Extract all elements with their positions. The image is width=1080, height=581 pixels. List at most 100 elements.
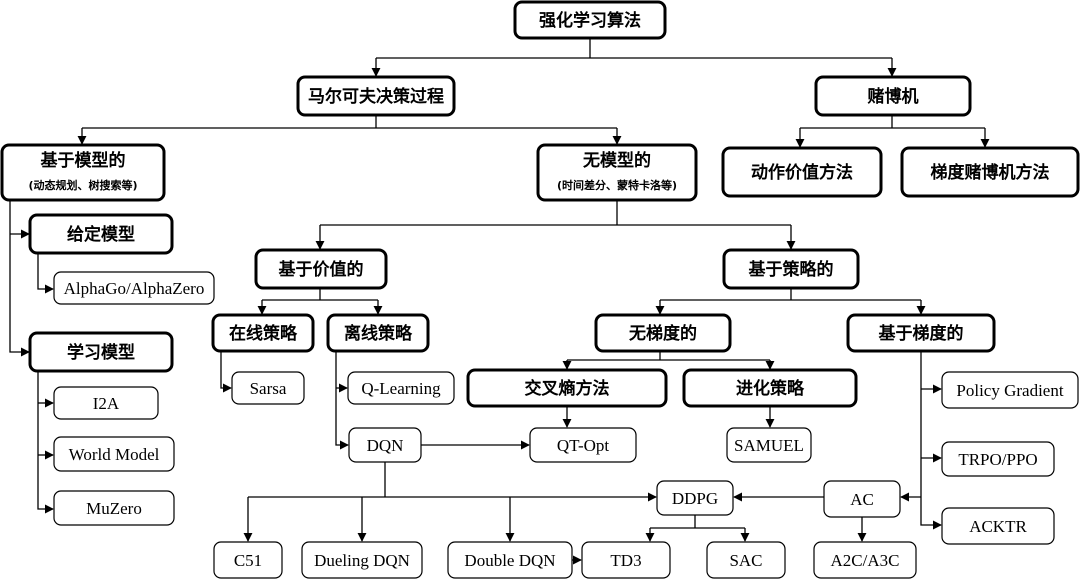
node-label: 马尔可夫决策过程: [308, 86, 444, 107]
node-a2c-a3c: A2C/A3C: [813, 541, 917, 579]
node-label: TRPO/PPO: [958, 450, 1037, 469]
node-samuel: SAMUEL: [726, 427, 812, 463]
node-label: QT-Opt: [557, 436, 610, 455]
node-ac: AC: [823, 480, 901, 518]
node-box: [213, 541, 283, 579]
node-box: [722, 248, 860, 290]
node-box: [53, 386, 159, 420]
node-box: [466, 368, 668, 408]
node-dueling-dqn: Dueling DQN: [301, 541, 423, 579]
node-label: 基于模型的: [40, 150, 126, 171]
node-mdp: 马尔可夫决策过程: [296, 75, 456, 117]
node-label: 无梯度的: [628, 323, 697, 344]
node-label: 在线策略: [229, 323, 298, 344]
node-cross-entropy: 交叉熵方法: [466, 368, 668, 408]
node-box: [941, 507, 1055, 545]
node-label: 赌博机: [867, 86, 919, 107]
node-label: Q-Learning: [361, 379, 441, 398]
node-label: DDPG: [672, 489, 718, 508]
node-label: Sarsa: [250, 379, 287, 398]
node-label: AlphaGo/AlphaZero: [64, 279, 205, 298]
node-label: 离线策略: [344, 323, 413, 344]
node-box: [53, 436, 175, 472]
node-box: [296, 75, 456, 117]
node-box: [529, 427, 637, 463]
node-label: SAMUEL: [734, 436, 804, 455]
node-box: [721, 146, 883, 198]
node-box: [447, 541, 573, 579]
node-trpo-ppo: TRPO/PPO: [941, 441, 1055, 477]
node-policy-gradient: Policy Gradient: [941, 371, 1079, 409]
node-label: 动作价值方法: [751, 162, 853, 183]
node-label: 交叉熵方法: [525, 378, 610, 399]
node-label: A2C/A3C: [831, 551, 900, 570]
node-box: [706, 541, 786, 579]
node-box: [814, 75, 972, 117]
node-label: 基于梯度的: [878, 323, 964, 344]
node-box: [536, 143, 698, 202]
node-qt-opt: QT-Opt: [529, 427, 637, 463]
node-label: 基于价值的: [278, 259, 364, 280]
arrow-connector: [220, 351, 232, 393]
node-gradient-bandit: 梯度赌博机方法: [900, 146, 1080, 198]
node-box: [254, 248, 388, 290]
node-model-free: 无模型的 (时间差分、蒙特卡洛等): [536, 143, 698, 202]
node-label: AC: [850, 490, 874, 509]
node-label: Dueling DQN: [314, 551, 410, 570]
arrow-connector: [920, 351, 942, 530]
node-label: Policy Gradient: [956, 381, 1063, 400]
node-evolution: 进化策略: [682, 368, 858, 408]
node-box: [594, 313, 732, 353]
node-acktr: ACKTR: [941, 507, 1055, 545]
node-box: [211, 313, 315, 353]
node-label: 给定模型: [67, 224, 135, 245]
node-label: Double DQN: [464, 551, 555, 570]
node-label: 学习模型: [67, 342, 135, 363]
node-box: [823, 480, 901, 518]
node-i2a: I2A: [53, 386, 159, 420]
node-sublabel: (动态规划、树搜索等): [28, 178, 137, 192]
node-box: [846, 313, 996, 353]
node-box: [941, 441, 1055, 477]
node-label: 基于策略的: [748, 259, 834, 280]
node-box: [656, 480, 734, 516]
node-sarsa: Sarsa: [231, 371, 305, 405]
node-on-policy: 在线策略: [211, 313, 315, 353]
node-given-model: 给定模型: [28, 213, 174, 255]
node-label: SAC: [729, 551, 762, 570]
arrow-connector: [37, 371, 54, 514]
node-box: [941, 371, 1079, 409]
node-box: [28, 331, 174, 373]
node-gradient-free: 无梯度的: [594, 313, 732, 353]
node-label: MuZero: [86, 499, 142, 518]
node-box: [53, 271, 215, 305]
node-box: [581, 541, 671, 579]
node-world-model: World Model: [53, 436, 175, 472]
node-label: ACKTR: [969, 517, 1027, 536]
node-sublabel: (时间差分、蒙特卡洛等): [557, 178, 677, 192]
node-root: 强化学习算法: [513, 0, 667, 40]
node-box: [513, 0, 667, 40]
node-label: I2A: [93, 394, 120, 413]
node-bandit: 赌博机: [814, 75, 972, 117]
node-sac: SAC: [706, 541, 786, 579]
node-label: World Model: [69, 445, 160, 464]
node-off-policy: 离线策略: [326, 313, 430, 353]
node-c51: C51: [213, 541, 283, 579]
node-action-value: 动作价值方法: [721, 146, 883, 198]
node-model-based: 基于模型的 (动态规划、树搜索等): [0, 143, 166, 202]
node-box: [28, 213, 174, 255]
node-box: [301, 541, 423, 579]
node-double-dqn: Double DQN: [447, 541, 573, 579]
node-box: [682, 368, 858, 408]
arrow-connector: [37, 253, 54, 294]
node-label: DQN: [367, 436, 404, 455]
node-box: [0, 143, 166, 202]
node-label: 强化学习算法: [539, 10, 641, 31]
node-alphago: AlphaGo/AlphaZero: [53, 271, 215, 305]
node-box: [53, 490, 175, 526]
node-value-based: 基于价值的: [254, 248, 388, 290]
node-label: 无模型的: [582, 150, 651, 171]
